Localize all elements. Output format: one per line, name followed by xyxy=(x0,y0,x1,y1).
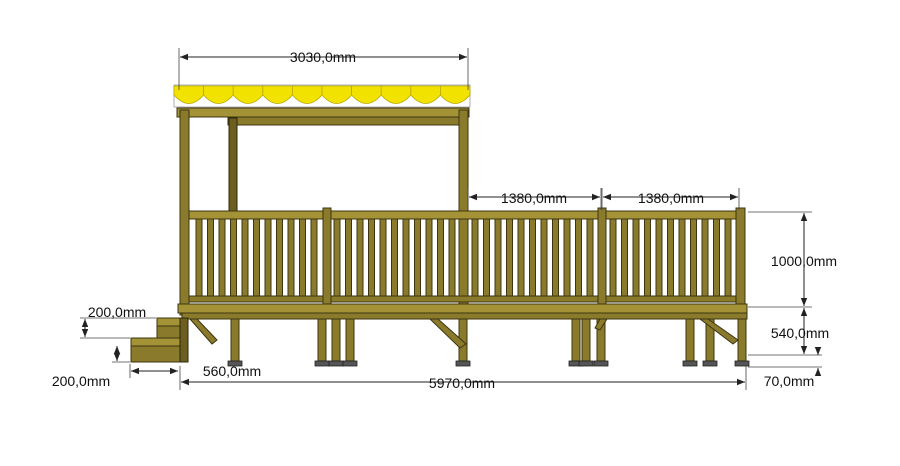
baluster xyxy=(299,218,306,297)
dim-step-depth: 560,0mm xyxy=(203,363,261,379)
baluster xyxy=(402,218,410,297)
baluster xyxy=(391,218,398,297)
baluster xyxy=(483,218,490,297)
leg-foot xyxy=(227,360,243,367)
roof-beam xyxy=(176,107,470,118)
leg xyxy=(345,318,355,362)
baluster xyxy=(667,218,674,297)
awning xyxy=(173,84,471,108)
leg-foot xyxy=(314,360,330,367)
deck-board xyxy=(177,303,748,314)
baluster xyxy=(241,218,249,297)
deck-frame xyxy=(181,312,748,320)
baluster xyxy=(586,218,594,297)
railing-post xyxy=(735,207,746,309)
railing-post xyxy=(597,207,607,307)
baluster xyxy=(552,218,559,297)
baluster xyxy=(713,218,720,297)
dim-foot-height: 70,0mm xyxy=(764,373,815,389)
baluster xyxy=(276,218,283,297)
baluster xyxy=(345,218,352,297)
baluster xyxy=(621,218,628,297)
leg-foot xyxy=(702,360,718,367)
leg-foot xyxy=(734,360,750,367)
leg xyxy=(581,318,591,362)
structure xyxy=(130,84,750,367)
leg xyxy=(685,318,695,362)
baluster xyxy=(609,218,617,297)
baluster xyxy=(494,218,502,297)
dim-railing-height: 1000,0mm xyxy=(771,253,837,269)
balusters xyxy=(195,218,732,297)
railing-top-rail xyxy=(188,210,745,220)
baluster xyxy=(287,218,295,297)
leg-foot xyxy=(593,360,609,367)
dim-total-length: 5970,0mm xyxy=(429,375,495,391)
leg xyxy=(317,318,327,362)
baluster xyxy=(437,218,444,297)
baluster xyxy=(218,218,226,297)
leg-foot xyxy=(682,360,698,367)
dim-section-right: 1380,0mm xyxy=(638,190,704,206)
leg-foot xyxy=(455,360,471,367)
baluster xyxy=(701,218,709,297)
dim-roof-width: 3030,0mm xyxy=(290,49,356,65)
dim-step-rise-lower: 200,0mm xyxy=(52,373,110,389)
baluster xyxy=(506,218,513,297)
leg-foot xyxy=(578,360,594,367)
baluster xyxy=(333,218,341,297)
baluster xyxy=(529,218,536,297)
dim-step-rise-upper: 200,0mm xyxy=(88,304,146,320)
baluster xyxy=(575,218,582,297)
legs xyxy=(227,318,750,367)
baluster xyxy=(655,218,663,297)
leg xyxy=(230,318,240,362)
baluster xyxy=(310,218,318,297)
railing-post xyxy=(322,207,332,307)
baluster xyxy=(425,218,433,297)
baluster xyxy=(368,218,375,297)
baluster xyxy=(517,218,525,297)
braces xyxy=(188,318,739,349)
leg-foot xyxy=(328,360,344,367)
baluster xyxy=(195,218,203,297)
leg-foot xyxy=(342,360,358,367)
leg xyxy=(571,318,581,362)
dimensions: 3030,0mm 1380,0mm 1380,0mm 1000,0mm 540,… xyxy=(52,48,837,391)
baluster xyxy=(356,218,364,297)
baluster xyxy=(379,218,387,297)
baluster xyxy=(448,218,456,297)
baluster xyxy=(471,218,479,297)
dim-deck-height: 540,0mm xyxy=(771,325,829,341)
tower-post-left xyxy=(179,109,190,316)
baluster xyxy=(264,218,272,297)
baluster xyxy=(644,218,651,297)
baluster xyxy=(563,218,571,297)
baluster xyxy=(207,218,214,297)
baluster xyxy=(724,218,732,297)
leg xyxy=(331,318,341,362)
baluster xyxy=(678,218,686,297)
leg xyxy=(737,318,747,362)
baluster xyxy=(414,218,421,297)
baluster xyxy=(253,218,260,297)
baluster xyxy=(632,218,640,297)
awning-scallop xyxy=(440,85,471,104)
baluster xyxy=(690,218,697,297)
dim-section-left: 1380,0mm xyxy=(501,190,567,206)
tower-post-inner xyxy=(228,117,238,219)
roof-beam-lower xyxy=(227,116,463,126)
steps xyxy=(130,317,189,363)
railing-bottom-rail xyxy=(188,295,745,303)
baluster xyxy=(230,218,237,297)
baluster xyxy=(540,218,548,297)
